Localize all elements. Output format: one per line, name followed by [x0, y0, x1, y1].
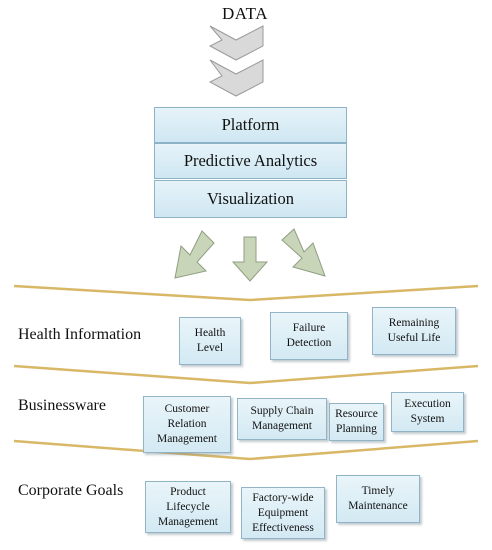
predictive-analytics-layer: Predictive Analytics — [154, 143, 347, 179]
divider-2 — [13, 364, 479, 385]
section-label-corporate-goals: Corporate Goals — [18, 482, 124, 499]
platform-layer: Platform — [154, 107, 347, 143]
node-execution-system: Execution System — [391, 392, 464, 432]
node-health-level: Health Level — [179, 317, 241, 365]
node-factory-wide-equipment-effectiveness: Factory-wide Equipment Effectiveness — [241, 487, 325, 539]
arrow-right — [281, 228, 326, 277]
output-arrows — [174, 228, 326, 282]
node-supply-chain-management: Supply Chain Management — [237, 398, 327, 440]
chevron-arrow-top — [208, 25, 264, 61]
node-timely-maintenance: Timely Maintenance — [336, 475, 420, 523]
arrow-center — [231, 236, 269, 282]
node-failure-detection: Failure Detection — [270, 312, 348, 360]
node-customer-relation-management: Customer Relation Management — [143, 396, 231, 453]
section-label-businessware: Businessware — [18, 397, 106, 414]
section-label-health-information: Health Information — [18, 326, 142, 343]
node-product-lifecycle-management: Product Lifecycle Management — [145, 481, 231, 533]
arrow-left — [174, 230, 215, 279]
divider-1 — [13, 284, 479, 302]
node-resource-planning: Resource Planning — [329, 403, 384, 441]
data-input-label: DATA — [222, 4, 268, 23]
section-dividers — [13, 284, 479, 461]
chevron-arrow-bottom — [208, 59, 264, 97]
divider-3 — [13, 439, 479, 461]
data-flow-chevrons — [208, 25, 264, 97]
node-remaining-useful-life: Remaining Useful Life — [372, 307, 456, 355]
visualization-layer: Visualization — [154, 180, 347, 218]
